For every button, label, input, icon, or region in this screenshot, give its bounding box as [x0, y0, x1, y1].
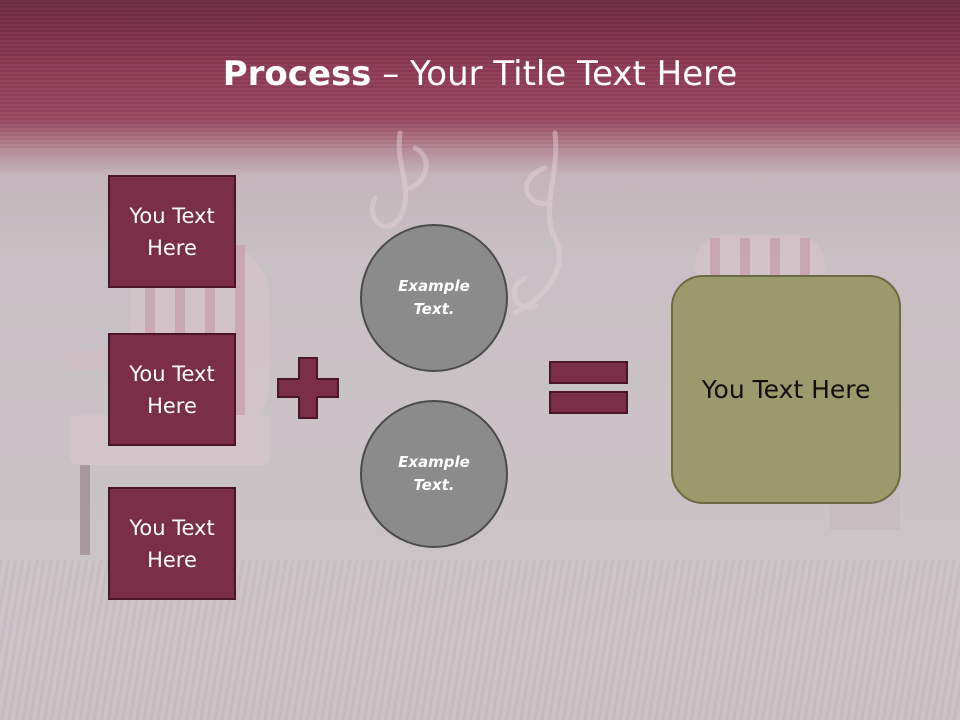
text-box-1[interactable]: You Text Here — [108, 175, 236, 288]
slide-title: Process – Your Title Text Here — [0, 52, 960, 96]
text-box-3[interactable]: You Text Here — [108, 487, 236, 600]
ornament-decoration — [369, 130, 562, 316]
text-box-2[interactable]: You Text Here — [108, 333, 236, 446]
example-circle-1[interactable]: Example Text. — [360, 224, 508, 372]
title-bold-part: Process — [222, 54, 372, 94]
header-band — [0, 0, 960, 150]
example-circle-2[interactable]: Example Text. — [360, 400, 508, 548]
equals-icon — [549, 361, 628, 414]
plus-icon — [277, 357, 339, 419]
title-rest-part: – Your Title Text Here — [371, 54, 738, 94]
result-box[interactable]: You Text Here — [671, 275, 901, 504]
